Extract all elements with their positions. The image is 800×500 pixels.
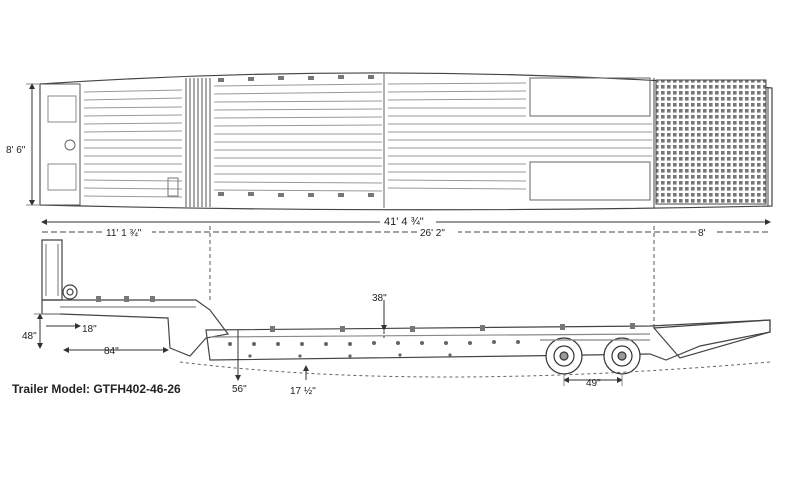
width-dimension: 8' 6"	[6, 83, 40, 206]
side-view	[41, 239, 771, 378]
headboard	[41, 239, 63, 301]
width-label: 8' 6"	[6, 145, 26, 156]
main-frame	[205, 319, 771, 361]
deck-outline	[39, 72, 773, 211]
overall-length-label: 41' 4 ¾"	[384, 216, 424, 228]
upper-deck-length-label: 11' 1 ¾"	[106, 228, 142, 239]
axle-spread-label: 49"	[586, 378, 601, 389]
section-dimensions: 11' 1 ¾" 26' 2" 8'	[42, 225, 770, 330]
main-deck-length-label: 26' 2"	[420, 228, 445, 239]
swing-radius-label: 84"	[104, 346, 119, 357]
ground-line	[179, 361, 771, 378]
kingpin-setting-label: 18"	[82, 324, 97, 335]
wheels	[540, 337, 650, 375]
fifth-wheel-height-label: 48"	[22, 331, 37, 342]
front-head	[39, 83, 81, 206]
winch-icon	[62, 284, 78, 300]
side-dimensions	[34, 300, 623, 386]
upper-deck-planks	[83, 89, 183, 198]
side-dimension-labels: 38" 48" 18" 84" 56" 17 ½" 49"	[22, 293, 601, 397]
transition-bars	[185, 78, 211, 207]
ground-clearance-label: 17 ½"	[290, 386, 316, 397]
trailer-model-label: Trailer Model: GTFH402-46-26	[12, 382, 181, 393]
wheel-well-rear	[529, 161, 651, 201]
plan-view	[39, 72, 773, 211]
gooseneck-height-label: 56"	[232, 384, 247, 395]
deck-drop-label: 38"	[372, 293, 387, 304]
beaver-tail-grating	[655, 79, 767, 205]
wheel-well-front	[529, 77, 651, 117]
overall-length-dimension: 41' 4 ¾"	[41, 214, 771, 228]
beaver-tail	[652, 319, 771, 359]
beaver-tail-length-label: 8'	[698, 228, 706, 239]
gooseneck	[41, 299, 230, 357]
main-deck-planks	[213, 83, 383, 192]
